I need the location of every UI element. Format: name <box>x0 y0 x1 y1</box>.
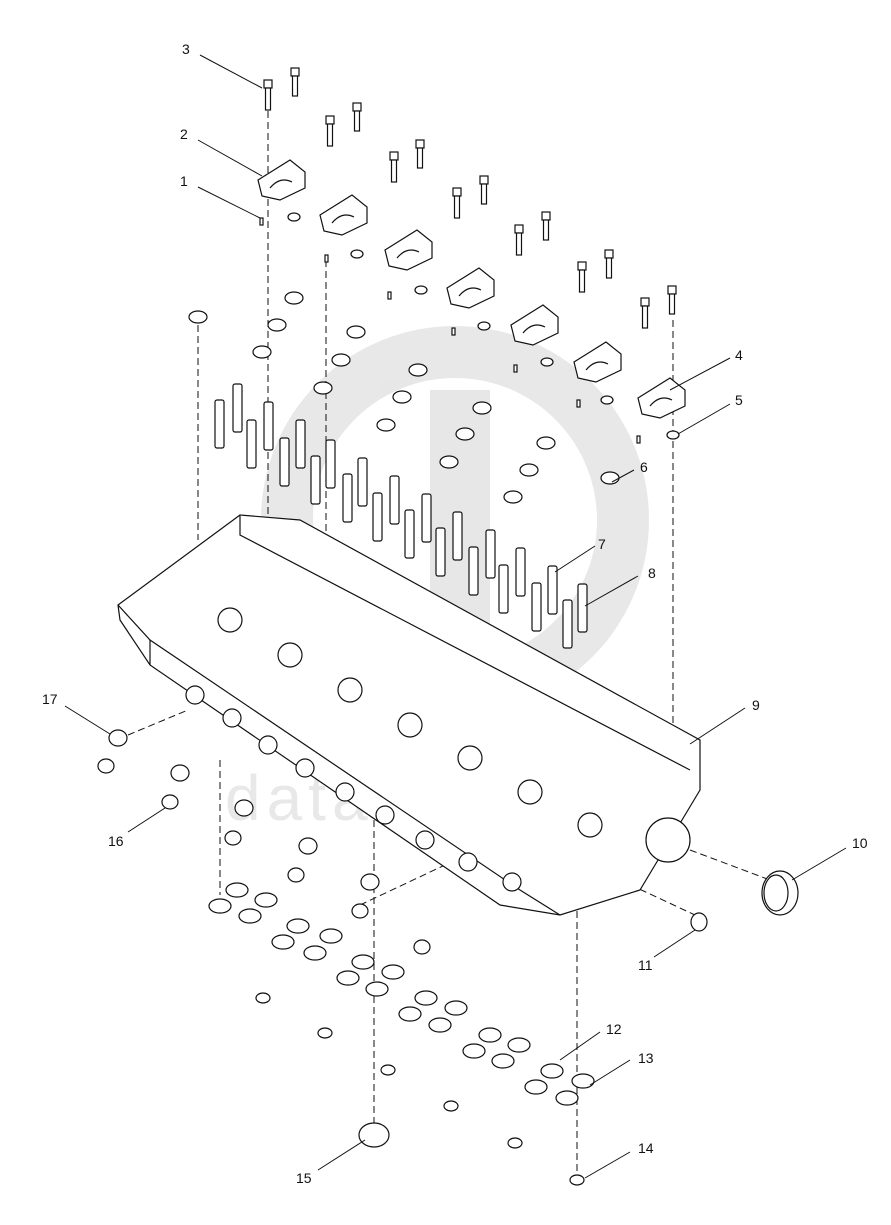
alignment-lines <box>127 100 771 1175</box>
head-ports <box>185 607 691 892</box>
callout-5: 5 <box>735 392 743 408</box>
dowel-pins-group <box>259 217 641 444</box>
small-plugs-group <box>255 992 585 1186</box>
bearing-cap <box>510 304 559 346</box>
bolt <box>604 249 614 279</box>
bolts-group <box>263 67 677 329</box>
side-plugs-group <box>97 729 431 955</box>
bearing-cap <box>384 229 433 271</box>
callout-2: 2 <box>180 126 188 142</box>
bolt <box>514 224 524 256</box>
callout-14: 14 <box>638 1140 654 1156</box>
bolt <box>352 102 362 132</box>
bolt <box>541 211 551 241</box>
callout-9: 9 <box>752 697 760 713</box>
bolt <box>263 79 273 111</box>
bolt <box>640 297 650 329</box>
bolt <box>577 261 587 293</box>
callout-4: 4 <box>735 347 743 363</box>
callout-13: 13 <box>638 1050 654 1066</box>
bearing-caps-group <box>257 159 686 419</box>
valve-guides-group <box>214 383 588 649</box>
callout-3: 3 <box>182 41 190 57</box>
callout-labels: 3 2 1 4 5 6 7 8 9 10 11 12 13 14 15 16 1… <box>42 41 868 1186</box>
callout-16: 16 <box>108 833 124 849</box>
callout-1: 1 <box>180 173 188 189</box>
callout-17: 17 <box>42 691 58 707</box>
large-plug <box>761 870 799 916</box>
bolt <box>389 151 399 183</box>
callout-10: 10 <box>852 835 868 851</box>
bearing-cap <box>319 194 368 236</box>
bearing-cap <box>573 341 622 383</box>
bearing-cap <box>446 267 495 309</box>
cylinder-head <box>117 514 701 916</box>
bolt <box>667 285 677 315</box>
bolt <box>479 175 489 205</box>
callout-7: 7 <box>598 536 606 552</box>
callout-15: 15 <box>296 1170 312 1186</box>
bolt <box>290 67 300 97</box>
o-rings-group <box>208 882 595 1106</box>
small-washers-group <box>287 212 680 440</box>
valve-caps-group <box>188 291 620 504</box>
bolt <box>325 115 335 147</box>
callout-12: 12 <box>606 1021 622 1037</box>
large-cup <box>358 1122 390 1148</box>
leader-lines <box>64 54 847 1179</box>
callout-6: 6 <box>640 459 648 475</box>
callout-8: 8 <box>648 565 656 581</box>
callout-11: 11 <box>638 957 653 973</box>
bolt <box>452 187 462 219</box>
bearing-cap <box>637 377 686 419</box>
plug-small <box>690 912 708 932</box>
bolt <box>415 139 425 169</box>
bearing-cap <box>257 159 306 201</box>
